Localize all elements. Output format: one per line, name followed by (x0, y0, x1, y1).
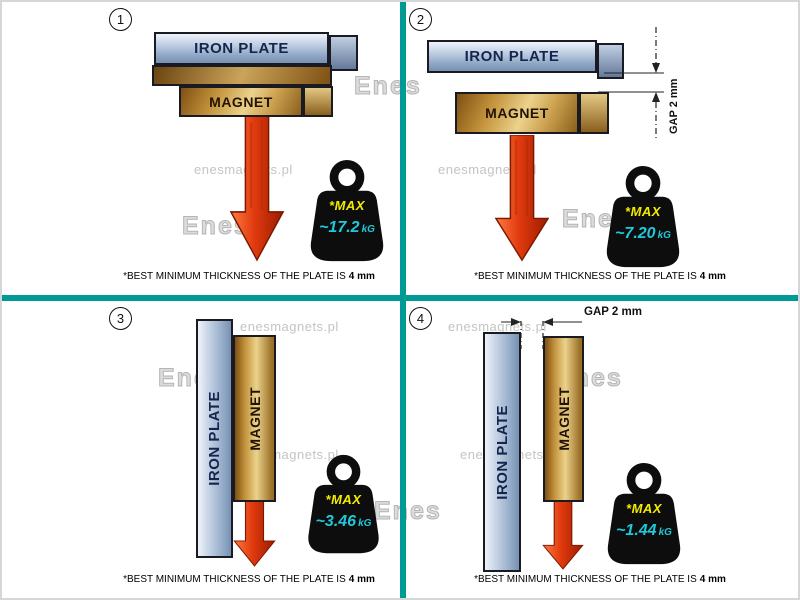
magnet: MAGNET (543, 336, 584, 502)
weight-max-label: *MAX (625, 204, 661, 220)
iron-plate: IRON PLATE (154, 32, 329, 65)
gap-dimension-lines (497, 311, 582, 351)
dimension-icon (598, 27, 664, 139)
divider-vertical (400, 2, 406, 598)
footnote-bold: 4 mm (699, 574, 726, 585)
magnet: MAGNET (179, 86, 303, 117)
weight-max-label: *MAX (329, 198, 365, 214)
kettlebell-icon (310, 159, 384, 262)
iron-plate: IRON PLATE (196, 319, 233, 558)
magnet: MAGNET (233, 335, 276, 502)
footnote-text: *BEST MINIMUM THICKNESS OF THE PLATE IS (123, 271, 346, 282)
arrow-icon (494, 135, 550, 262)
iron-plate-label: IRON PLATE (493, 404, 511, 500)
magnet-end (579, 92, 609, 134)
enes-logo: Enes (354, 72, 422, 101)
panel-1-number: 1 (109, 8, 132, 31)
weight-value-number: ~3.46 (315, 512, 357, 530)
kettlebell-icon (607, 462, 681, 565)
iron-plate-label: IRON PLATE (194, 40, 289, 57)
weight-value-number: ~17.2 (319, 219, 360, 237)
arrow-icon (542, 498, 584, 570)
iron-plate: IRON PLATE (483, 332, 521, 572)
gap-label: GAP 2 mm (584, 306, 642, 318)
gap-label: GAP 2 mm (668, 78, 680, 134)
pull-force-arrow (228, 116, 286, 262)
watermark-site: enesmagnets.pl (448, 319, 547, 334)
magnet-end (303, 86, 333, 117)
enes-logo: Enes (374, 497, 442, 526)
weight-unit: kG (657, 230, 671, 242)
gap-dimension-lines (598, 27, 664, 139)
weight-value-number: ~1.44 (616, 522, 657, 540)
iron-plate-end (597, 43, 624, 79)
footnote-bold: 4 mm (699, 271, 726, 282)
weight-value-number: ~7.20 (615, 225, 656, 243)
magnet-label: MAGNET (485, 105, 549, 121)
weight-unit: kG (358, 517, 372, 529)
watermark-site: enesmagnets.pl (240, 319, 339, 334)
panel-2-number: 2 (409, 8, 432, 31)
iron-plate-label: IRON PLATE (464, 48, 560, 65)
arrow-icon (229, 116, 285, 262)
panel-3-number: 3 (109, 307, 132, 330)
pull-force-arrow (232, 491, 277, 567)
panel-4-number: 4 (409, 307, 432, 330)
arrow-icon (233, 491, 276, 567)
kettlebell-icon (308, 454, 379, 554)
kettlebell-icon (606, 165, 680, 268)
footnote-bold: 4 mm (348, 271, 375, 282)
divider-horizontal (2, 295, 798, 301)
footnote-text: *BEST MINIMUM THICKNESS OF THE PLATE IS (474, 574, 697, 585)
iron-plate-end (329, 35, 358, 71)
magnet-top-face (152, 65, 332, 86)
magnet-label: MAGNET (246, 386, 263, 451)
weight-unit: kG (658, 527, 672, 539)
weight-unit: kG (361, 224, 375, 236)
iron-plate-label: IRON PLATE (206, 391, 223, 486)
magnet-label: MAGNET (209, 93, 273, 110)
weight-max-label: *MAX (325, 492, 362, 508)
footnote-bold: 4 mm (348, 574, 375, 585)
dimension-icon (501, 318, 582, 349)
weight-max-label: *MAX (626, 501, 662, 517)
footnote-text: *BEST MINIMUM THICKNESS OF THE PLATE IS (123, 574, 346, 585)
footnote-text: *BEST MINIMUM THICKNESS OF THE PLATE IS (474, 271, 697, 282)
magnet-label: MAGNET (555, 387, 572, 451)
pull-force-arrow (541, 498, 585, 570)
pull-force-arrow (493, 135, 551, 262)
magnet: MAGNET (455, 92, 579, 134)
iron-plate: IRON PLATE (427, 40, 597, 73)
